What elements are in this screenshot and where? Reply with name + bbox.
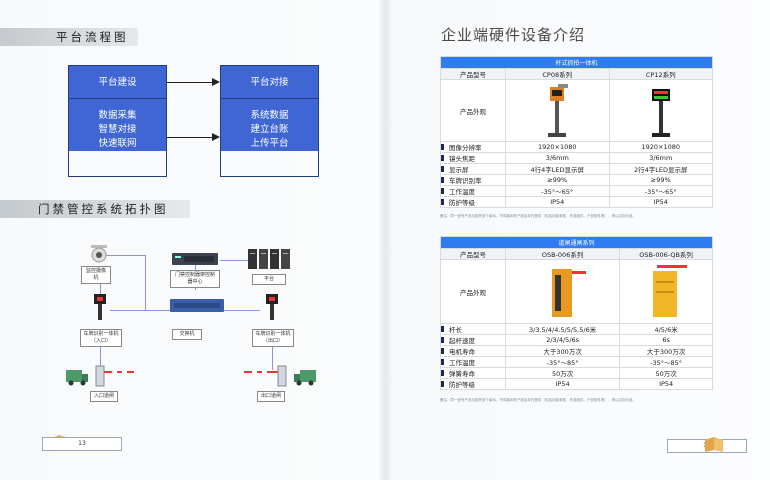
left-page: 平台流程图 平台建设 数据采集 智慧对接 快速联网 平台对接 系统数据 建立台账… xyxy=(0,28,319,451)
table2-col-model: 产品型号 xyxy=(440,248,506,260)
cp12-product-icon xyxy=(651,88,670,137)
table1-image-label: 产品外观 xyxy=(440,79,506,142)
table-row: 显示屏 4行4字LED显示屏 2行4字LED显示屏 xyxy=(440,163,713,175)
entry-lpr-camera-icon xyxy=(94,294,106,320)
flow-arrow-bottom-line xyxy=(167,137,213,138)
flow-right-line-1: 系统数据 xyxy=(250,110,289,121)
nvr-device-icon xyxy=(172,253,218,265)
osb006qb-product-icon xyxy=(653,264,688,317)
table-row: 车牌识别率 ≥99% ≥99% xyxy=(440,174,713,186)
table-row: 起杆速度 2/3/4/5/6s 6s xyxy=(440,334,713,346)
flow-right-line-2: 建立台账 xyxy=(250,124,289,135)
flow-box-left: 平台建设 数据采集 智慧对接 快速联网 xyxy=(68,65,167,177)
table-row: 弹簧寿命 50万次 50万次 xyxy=(440,367,713,379)
section-title-topology: 门禁管控系统拓扑图 xyxy=(0,200,190,218)
exit-camera-label: 车牌识别一体机 （出口） xyxy=(252,329,294,347)
flow-left-line-1: 数据采集 xyxy=(98,110,137,121)
table2-image-label: 产品外观 xyxy=(440,259,506,324)
osb006-product-icon xyxy=(551,268,586,317)
exit-gate-truck-icon xyxy=(244,365,316,387)
flow-arrow-bottom-head xyxy=(212,133,220,141)
book-icon xyxy=(705,437,723,452)
entry-gate-label: 入口道闸 xyxy=(90,391,118,402)
table-row: 工作温度 -35°～85° -35°～85° xyxy=(440,356,713,368)
exit-lpr-camera-icon xyxy=(266,294,278,320)
nvr-label: 门禁控制器架控制器中心 xyxy=(170,270,220,288)
network-switch-icon xyxy=(170,299,224,312)
server-icon xyxy=(248,249,290,269)
table1-note: 备注：同一型号产品可能有多个版本，不同版本的产品会存在差异（包括功能参数、外观组… xyxy=(440,214,636,218)
table-row: 防护等级 IP54 IP54 xyxy=(440,196,713,208)
flow-left-line-3: 快速联网 xyxy=(98,138,137,149)
dome-camera-icon xyxy=(91,245,107,263)
flow-arrow-top-head xyxy=(212,78,220,86)
table1-col-model: 产品型号 xyxy=(440,68,506,80)
table-row: 防护等级 IP54 IP54 xyxy=(440,378,713,390)
flow-arrow-top-line xyxy=(167,82,213,83)
table-row: 镜头焦距 3/6mm 3/6mm xyxy=(440,152,713,164)
table2-col-osb006qb: OSB-006-QB系列 xyxy=(619,248,713,260)
camera-label: 监控摄像机 xyxy=(81,266,111,284)
table2-note: 备注：同一型号产品可能有多个版本，不同版本的产品会存在差异（包括功能参数、外观组… xyxy=(440,398,636,402)
flow-right-line-3: 上传平台 xyxy=(250,138,289,149)
right-page: 企业端硬件设备介绍 杆式抓拍一体机 产品型号 CP08系列 CP12系列 产品外… xyxy=(385,0,770,480)
spec-table-lpr: 杆式抓拍一体机 产品型号 CP08系列 CP12系列 产品外观 xyxy=(440,56,713,208)
entry-camera-label: 车牌识别一体机 （入口） xyxy=(80,329,122,347)
flow-left-line-2: 智慧对接 xyxy=(98,124,137,135)
table1-col-cp12: CP12系列 xyxy=(608,68,713,80)
right-page-title: 企业端硬件设备介绍 xyxy=(441,26,586,44)
cp08-product-icon xyxy=(548,83,569,137)
table1-header: 杆式抓拍一体机 xyxy=(440,56,713,69)
table1-col-cp08: CP08系列 xyxy=(505,68,610,80)
table2-header: 道闸通闸系列 xyxy=(440,236,713,249)
flow-box-right: 平台对接 系统数据 建立台账 上传平台 xyxy=(220,65,319,177)
spec-table-barrier: 道闸通闸系列 产品型号 OSB-006系列 OSB-006-QB系列 产品外观 xyxy=(440,236,713,390)
table-row: 电机寿命 大于300万次 大于300万次 xyxy=(440,345,713,357)
switch-label: 交换机 xyxy=(172,329,202,340)
table-row: 图像分辨率 1920×1080 1920×1080 xyxy=(440,141,713,153)
section-title-platform-flow: 平台流程图 xyxy=(0,28,138,46)
server-label: 平台 xyxy=(252,274,286,285)
table2-col-osb006: OSB-006系列 xyxy=(504,248,621,260)
table-row: 杆长 3/3.5/4/4.5/5/5.5/6米 4/5/6米 xyxy=(440,323,713,335)
flow-right-top: 平台对接 xyxy=(221,66,318,99)
flow-left-top: 平台建设 xyxy=(69,66,166,99)
table-row: 工作温度 -35°～65° -35°～65° xyxy=(440,185,713,197)
exit-gate-label: 出口道闸 xyxy=(257,391,285,402)
entry-gate-truck-icon xyxy=(66,365,134,387)
page-number-left: 13 xyxy=(42,437,122,451)
